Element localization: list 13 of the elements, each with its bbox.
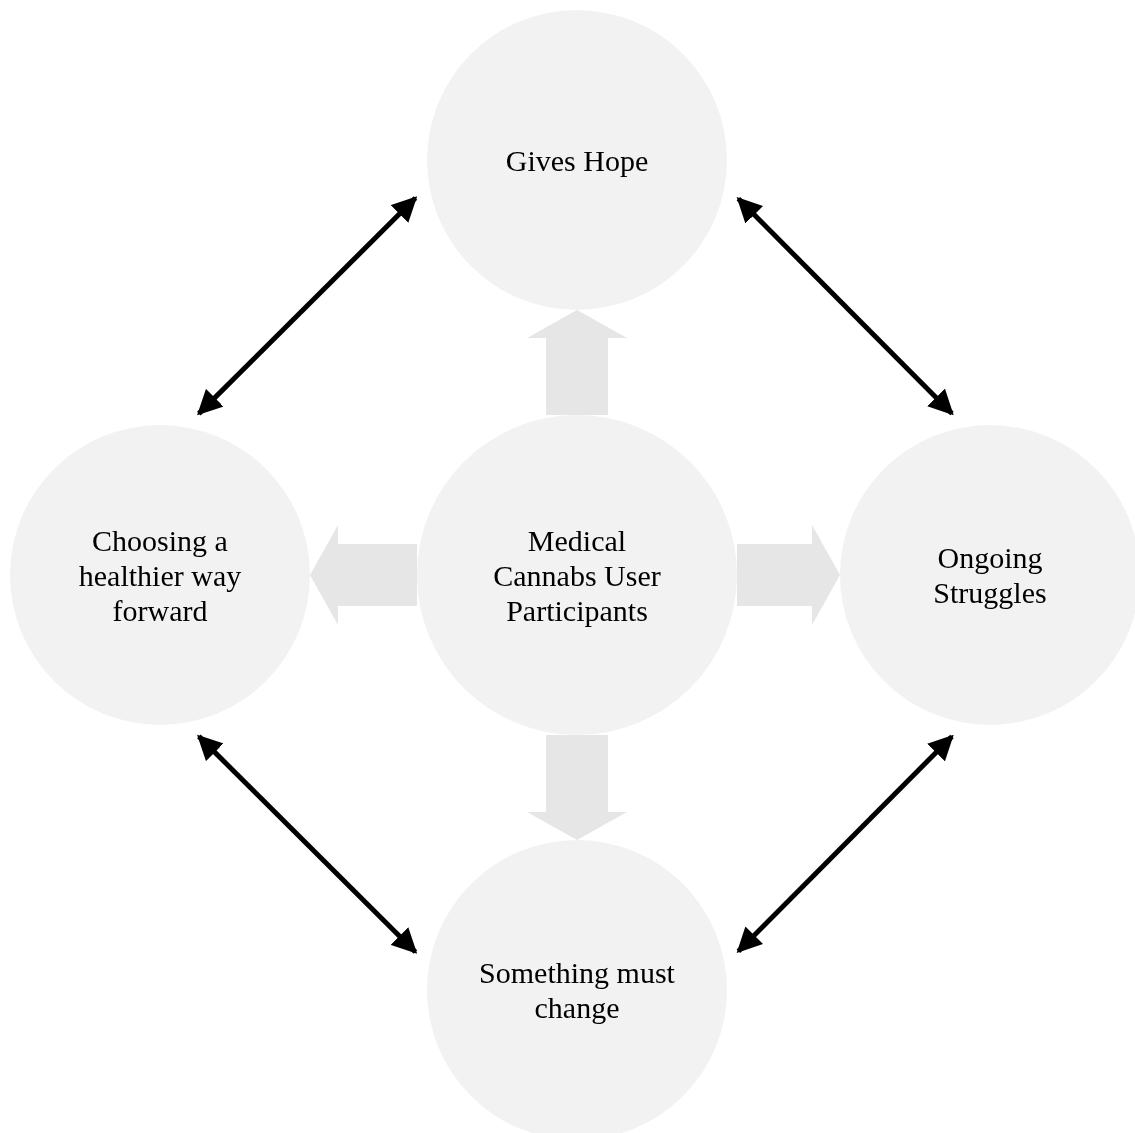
double-arrow	[736, 734, 954, 953]
double-arrow	[197, 734, 418, 954]
node-label: Medical Cannabs User Participants	[492, 522, 662, 628]
block-arrow	[527, 735, 627, 840]
block-arrow	[310, 525, 417, 625]
double-arrow	[197, 196, 418, 416]
node-label: Choosing a healthier way forward	[77, 522, 243, 628]
node-label: Something must change	[478, 955, 676, 1025]
node-label: Ongoing Struggles	[932, 540, 1048, 610]
block-arrow	[737, 525, 840, 625]
node-label: Gives Hope	[505, 142, 649, 178]
block-arrow	[527, 310, 627, 415]
double-arrow	[736, 197, 954, 416]
